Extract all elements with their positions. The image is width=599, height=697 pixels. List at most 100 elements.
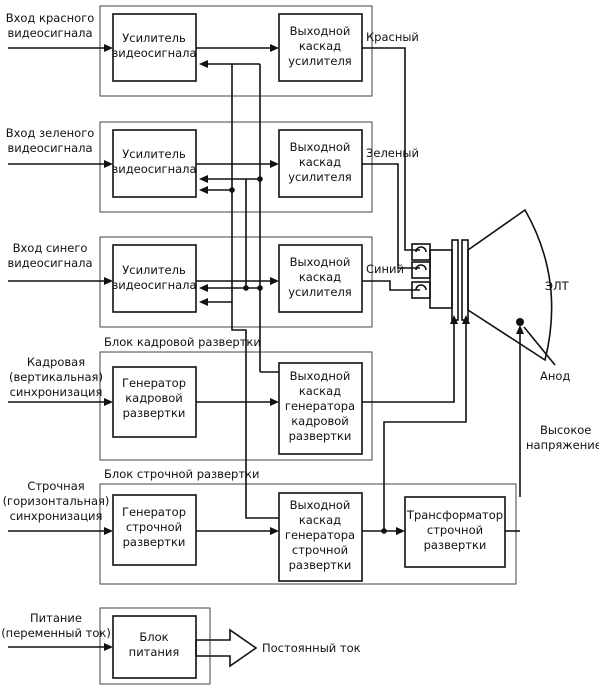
gun-blue-coil: [415, 284, 427, 291]
amplifier-feedback-buses: [199, 60, 279, 519]
red-out-label-line2: каскад: [299, 39, 341, 53]
red-input-label-line2: видеосигнала: [7, 26, 92, 40]
vout-to-yoke-line: [362, 322, 455, 403]
hgen-label-line3: развертки: [123, 535, 186, 549]
red-input-arrow: [104, 44, 113, 52]
blue-signal-label: Синий: [366, 262, 404, 276]
vsync-label-line1: Кадровая: [27, 355, 85, 369]
red-signal-label: Красный: [366, 30, 419, 44]
vout-label-line1: Выходной: [290, 369, 351, 383]
dc-output-arrow: [195, 628, 258, 668]
crt-tube: ЭЛТ Анод Высокое напряжение: [411, 208, 599, 452]
anode-label: Анод: [540, 369, 570, 383]
horizontal-scan-group-label: Блок строчной развертки: [104, 467, 259, 481]
green-amp-label-line1: Усилитель: [122, 147, 186, 161]
transformer-label-line3: развертки: [424, 538, 487, 552]
psu-label-line1: Блок: [139, 630, 168, 644]
blue-channel: Вход синего видеосигнала Усилитель видео…: [7, 241, 420, 313]
horizontal-scan-frame: [99, 483, 517, 585]
blue-amp-label-line2: видеосигнала: [111, 278, 196, 292]
anode-dot: [516, 318, 524, 326]
red-channel-frame: [99, 5, 373, 97]
vout-label-line4: кадровой: [291, 414, 349, 428]
red-input-label-line1: Вход красного: [6, 11, 95, 25]
vertical-scan-frame: [99, 351, 373, 461]
blue-input-arrow: [104, 277, 113, 285]
yoke-coil-1: [451, 239, 459, 321]
vertical-scan-section: Кадровая (вертикальная) синхронизация Ге…: [8, 315, 458, 455]
vertical-scan-group-label: Блок кадровой развертки: [104, 335, 261, 349]
gun-red-coil: [415, 246, 427, 253]
blue-out-label-line1: Выходной: [290, 255, 351, 269]
transformer-label-line1: Трансформатор: [406, 508, 503, 522]
hv-label-line2: напряжение: [526, 438, 599, 452]
red-amp-label-line1: Усилитель: [122, 31, 186, 45]
blue-amp-label-line1: Усилитель: [122, 263, 186, 277]
hsync-input-arrow: [104, 527, 113, 535]
power-label-line2: (переменный ток): [1, 626, 111, 640]
hout-box: [278, 492, 363, 582]
psu-label-line2: питания: [129, 645, 180, 659]
red-amp-label-line2: видеосигнала: [111, 46, 196, 60]
hout-label-line2: каскад: [299, 513, 341, 527]
crt-label: ЭЛТ: [545, 279, 570, 293]
vgen-label-line3: развертки: [123, 406, 186, 420]
power-frame: [99, 607, 211, 685]
vout-label-line5: развертки: [289, 429, 352, 443]
green-input-label-line1: Вход зеленого: [6, 126, 95, 140]
transformer-label-line2: строчной: [427, 523, 483, 537]
blue-out-box: [278, 244, 363, 313]
blue-amp-to-out-arrow: [270, 277, 279, 285]
vout-box: [278, 362, 363, 455]
hout-label-line3: генератора: [285, 528, 355, 542]
green-amp-to-out-arrow: [270, 160, 279, 168]
vgen-label-line2: кадровой: [125, 391, 183, 405]
green-amp-bus-arrow-1: [199, 175, 208, 183]
blue-input-label-line1: Вход синего: [13, 241, 88, 255]
power-label-line1: Питание: [30, 611, 82, 625]
crt-neck: [429, 249, 453, 309]
junction-dot: [229, 187, 235, 193]
hout-label-line4: строчной: [292, 543, 348, 557]
hsync-label-line2: (горизонтальная): [3, 494, 110, 508]
hsync-label-line3: синхронизация: [10, 509, 103, 523]
junction-dot: [243, 285, 249, 291]
blue-out-label-line2: каскад: [299, 270, 341, 284]
blue-channel-frame: [99, 236, 373, 328]
vout-label-line2: каскад: [299, 384, 341, 398]
high-voltage-arrow: [516, 325, 524, 334]
green-signal-label: Зеленый: [366, 146, 419, 160]
red-out-label-line3: усилителя: [288, 54, 351, 68]
hout-label-line5: развертки: [289, 558, 352, 572]
hsync-label-line1: Строчная: [27, 479, 84, 493]
red-out-label-line1: Выходной: [290, 24, 351, 38]
green-input-arrow: [104, 160, 113, 168]
red-amp-bus-arrow: [199, 60, 208, 68]
green-out-label-line2: каскад: [299, 155, 341, 169]
green-channel: Вход зеленого видеосигнала Усилитель вид…: [6, 126, 420, 269]
green-channel-frame: [99, 121, 373, 213]
blue-amp-bus-arrow-2: [199, 298, 208, 306]
hgen-label-line2: строчной: [126, 520, 182, 534]
crt-funnel: [467, 208, 553, 362]
vgen-label-line1: Генератор: [122, 376, 186, 390]
hout-label-line1: Выходной: [290, 498, 351, 512]
blue-out-label-line3: усилителя: [288, 285, 351, 299]
dc-output-label: Постоянный ток: [262, 641, 361, 655]
green-input-label-line2: видеосигнала: [7, 141, 92, 155]
transformer-box: [404, 496, 506, 568]
green-amp-label-line2: видеосигнала: [111, 162, 196, 176]
hv-label-line1: Высокое: [540, 423, 591, 437]
vsync-input-arrow: [104, 398, 113, 406]
vsync-label-line3: синхронизация: [10, 385, 103, 399]
junction-dot: [257, 176, 263, 182]
hgen-box: [112, 494, 197, 566]
vsync-label-line2: (вертикальная): [9, 370, 103, 384]
red-amp-to-out-arrow: [270, 44, 279, 52]
power-input-arrow: [104, 643, 113, 651]
blue-to-crt-line: [362, 280, 420, 291]
junction-dot: [257, 285, 263, 291]
blue-amp-bus-arrow-1: [199, 284, 208, 292]
horizontal-out-tap: [231, 302, 279, 519]
